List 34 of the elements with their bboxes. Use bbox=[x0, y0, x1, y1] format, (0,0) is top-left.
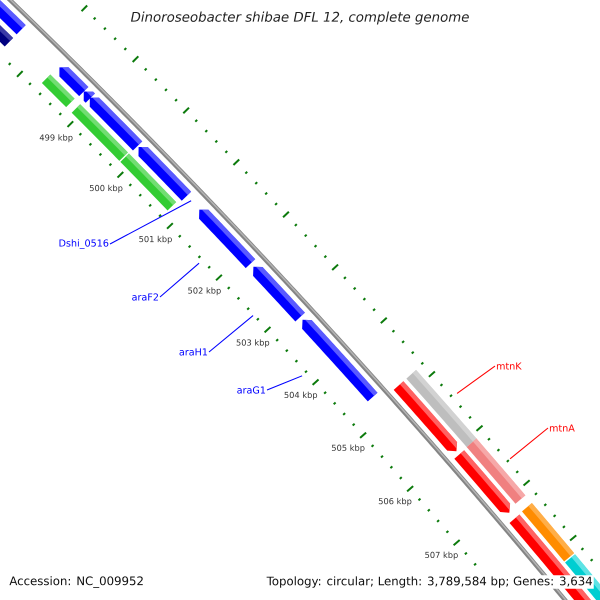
gene-block bbox=[0, 0, 26, 34]
gene-label: araH1 bbox=[179, 348, 208, 356]
tick-label: 505 kbp bbox=[332, 444, 365, 453]
tick-label: 502 kbp bbox=[188, 287, 221, 296]
gene-block bbox=[454, 450, 510, 513]
tick-label: 507 kbp bbox=[425, 552, 458, 560]
leader-line bbox=[160, 262, 200, 298]
gene-label: mtnA bbox=[550, 424, 575, 432]
leader-line bbox=[110, 200, 192, 244]
gene-block bbox=[302, 320, 378, 402]
gene-label: araF2 bbox=[132, 293, 158, 301]
leader-line bbox=[208, 315, 254, 352]
tick-label: 501 kbp bbox=[139, 236, 172, 244]
footer-text: Topology: circular; Length: 3,789,584 bp; Genes: 3,634 bbox=[266, 575, 594, 589]
tick-label: 506 kbp bbox=[378, 498, 412, 506]
gene-block bbox=[199, 210, 256, 268]
gene-label: araG1 bbox=[237, 386, 266, 394]
leader-line bbox=[510, 428, 548, 460]
tick-label: 499 kbp bbox=[40, 134, 73, 142]
gene-label: Dshi_0516 bbox=[60, 239, 108, 249]
tick-label: 504 kbp bbox=[284, 392, 318, 400]
leader-line bbox=[266, 375, 302, 390]
feature-bar bbox=[0, 25, 14, 47]
footer-text: Accession: NC_009952 bbox=[9, 576, 143, 588]
gene-block bbox=[138, 146, 192, 201]
gene-block bbox=[59, 67, 88, 96]
gene-block bbox=[90, 98, 142, 150]
leader-line bbox=[456, 366, 496, 394]
tick-label: 500 kbp bbox=[90, 184, 122, 193]
tick-label: 503 kbp bbox=[236, 339, 270, 348]
title: Dinoroseobacter shibae DFL 12, complete genome bbox=[130, 12, 469, 24]
feature-bar bbox=[406, 370, 476, 448]
gene-label: mtnK bbox=[496, 362, 522, 370]
gene-block bbox=[253, 266, 305, 322]
